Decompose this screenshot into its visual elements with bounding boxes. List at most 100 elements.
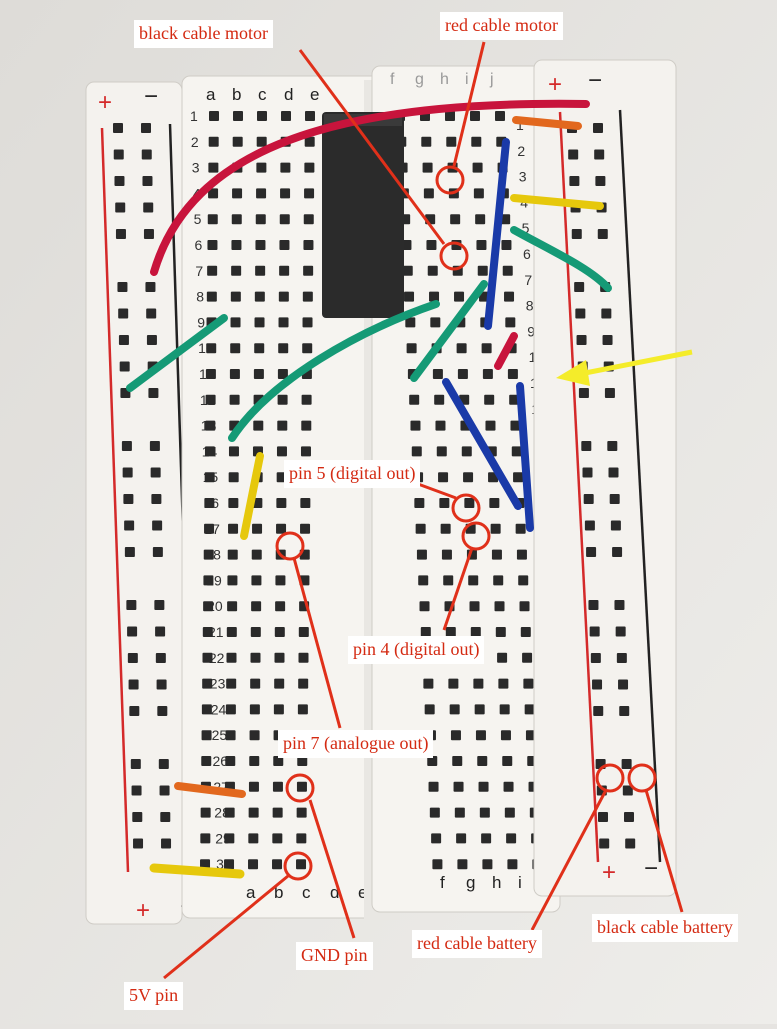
hole: [452, 756, 463, 766]
hole: [416, 549, 427, 560]
circle-black-cable-battery: [627, 763, 657, 793]
row-number-left: 1: [190, 108, 198, 124]
hole: [411, 446, 422, 457]
hole: [470, 111, 480, 121]
hole: [485, 420, 496, 431]
hole: [272, 859, 283, 870]
rail-hole: [619, 706, 630, 716]
hole: [457, 859, 468, 870]
hole: [525, 730, 536, 741]
hole: [272, 781, 283, 792]
rail-hole: [616, 653, 627, 663]
hole: [208, 162, 219, 173]
hole: [208, 136, 219, 147]
column-letter: b: [232, 85, 241, 104]
hole: [303, 265, 314, 276]
hole: [228, 472, 239, 483]
hole: [481, 343, 492, 354]
hole: [475, 730, 486, 741]
hole: [251, 575, 262, 586]
rail-hole: [115, 202, 126, 213]
column-letter: d: [284, 85, 293, 104]
column-letter: a: [206, 85, 216, 104]
hole: [523, 678, 534, 689]
rail-hole: [141, 123, 151, 133]
row-number-right: 5: [522, 220, 530, 236]
hole: [490, 523, 501, 534]
rail-hole: [588, 600, 599, 610]
hole: [421, 136, 432, 147]
hole: [205, 420, 216, 431]
hole: [201, 730, 212, 741]
hole: [476, 240, 487, 250]
rail-hole: [129, 706, 140, 716]
hole: [206, 291, 217, 302]
hole: [434, 394, 445, 405]
hole: [225, 704, 236, 715]
hole: [233, 111, 243, 121]
hole: [302, 343, 313, 354]
hole: [205, 369, 216, 379]
rail-hole: [156, 679, 167, 690]
hole: [478, 781, 489, 792]
hole: [273, 704, 284, 715]
yellow-wire-bottom: [149, 863, 245, 879]
rail-hole: [584, 520, 595, 531]
hole: [429, 807, 440, 818]
rail-hole: [569, 176, 580, 186]
hole: [301, 394, 312, 405]
hole: [231, 240, 242, 250]
rail-hole: [601, 308, 612, 319]
rail-hole: [157, 706, 168, 716]
hole: [275, 601, 286, 612]
rail-hole: [612, 547, 623, 557]
column-letter: h: [440, 71, 449, 88]
hole: [227, 575, 238, 586]
hole: [448, 678, 459, 689]
row-number-left: 5: [194, 211, 202, 227]
hole: [279, 240, 290, 250]
green-wire-long-arc: [228, 300, 440, 442]
rail-hole: [582, 467, 593, 478]
label-pin5: pin 5 (digital out): [284, 460, 421, 488]
row-number-left: 2: [191, 134, 199, 150]
rail-hole: [578, 388, 589, 398]
hole: [419, 601, 430, 612]
hole: [445, 111, 455, 121]
hole: [255, 265, 266, 276]
hole: [438, 472, 449, 483]
rail-hole: [618, 679, 629, 690]
right-rail-plus-bottom: +: [602, 859, 616, 886]
hole: [441, 549, 452, 560]
hole: [428, 781, 439, 792]
hole: [503, 781, 514, 792]
hole: [280, 162, 291, 173]
hole: [250, 652, 261, 663]
hole: [278, 317, 289, 328]
rail-hole: [131, 785, 142, 796]
rail-hole: [126, 600, 137, 610]
circle-red-cable-motor: [435, 165, 465, 195]
orange-wire-top-right: [512, 116, 582, 130]
circle-gnd: [285, 773, 315, 803]
circle-pin4: [461, 521, 491, 551]
hole: [204, 472, 215, 483]
hole: [251, 549, 262, 560]
hole: [300, 446, 311, 457]
hole: [304, 188, 315, 199]
hole: [224, 859, 235, 870]
rail-hole: [609, 494, 620, 504]
hole: [200, 859, 211, 870]
column-letter: g: [466, 873, 475, 892]
rail-hole: [161, 838, 172, 849]
hole: [511, 446, 522, 457]
hole: [225, 756, 236, 766]
circle-red-cable-battery: [595, 763, 625, 793]
row-number-left: 6: [195, 237, 203, 253]
label-red-cable-motor: red cable motor: [440, 12, 563, 40]
row-number-left: 22: [209, 650, 225, 666]
hole: [495, 111, 505, 121]
rail-hole: [150, 467, 161, 478]
hole: [469, 601, 480, 612]
column-letter: a: [246, 883, 256, 902]
